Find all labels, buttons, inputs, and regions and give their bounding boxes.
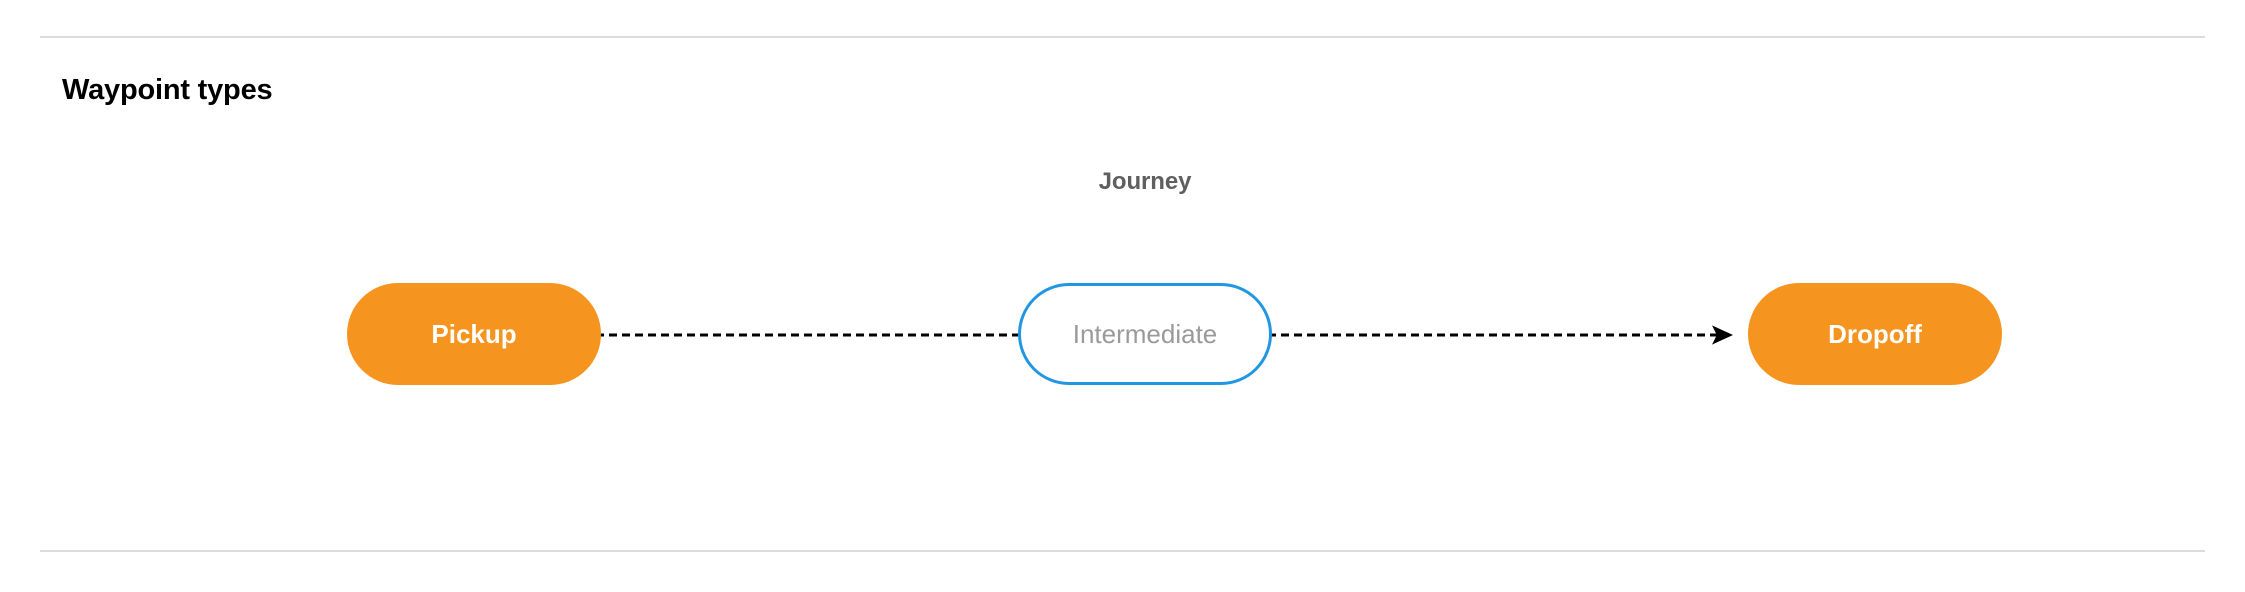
page-title: Waypoint types	[62, 74, 273, 106]
section-divider-top	[40, 36, 2205, 38]
waypoint-node-dropoff[interactable]: Dropoff	[1748, 283, 2002, 385]
waypoint-node-pickup[interactable]: Pickup	[347, 283, 601, 385]
journey-group-label: Journey	[1098, 168, 1192, 195]
connector-pickup-to-intermediate	[596, 333, 1022, 337]
section-divider-bottom	[40, 550, 2205, 552]
waypoint-node-intermediate[interactable]: Intermediate	[1018, 283, 1272, 385]
connector-intermediate-to-dropoff	[1268, 325, 1733, 345]
